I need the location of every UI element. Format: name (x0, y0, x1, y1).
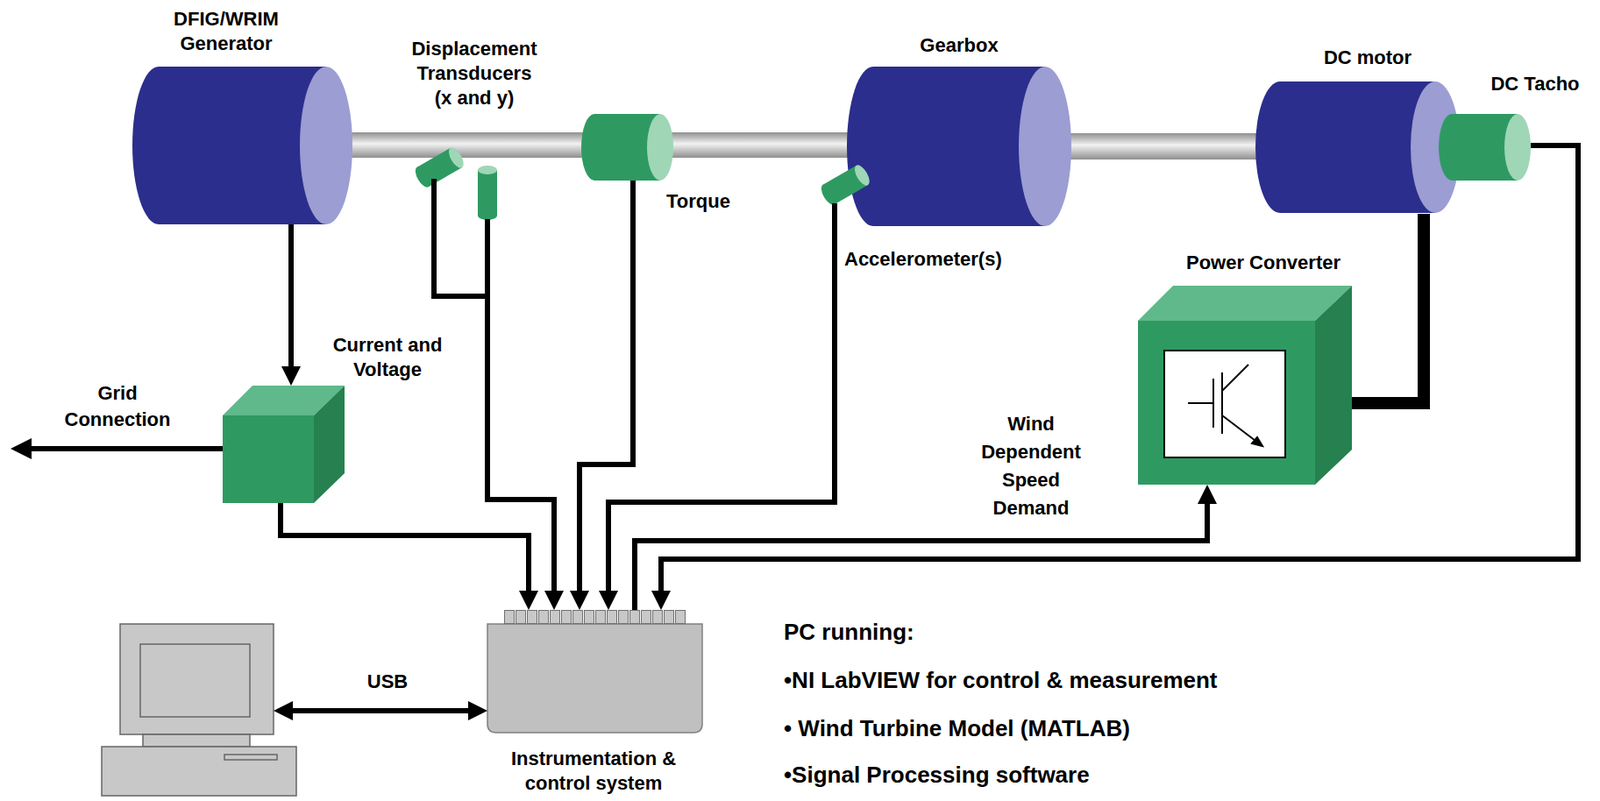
signal-wire (292, 708, 469, 714)
part-label: Accelerometer(s) (844, 247, 1003, 272)
shaft (1045, 133, 1273, 160)
dc-tacho: DC Tacho (1438, 113, 1531, 182)
pc-software-item: •Signal Processing software (783, 760, 1090, 790)
gearbox: Gearbox (846, 66, 1072, 227)
displacement-transducers: Displacement Transducers (x and y) (412, 157, 509, 297)
grid-label: Grid Connection (42, 380, 192, 434)
part-label: Current and Voltage (321, 333, 454, 383)
displacement-transducer (412, 145, 467, 191)
part-label: Instrumentation & control system (505, 746, 682, 797)
connector-label: USB (367, 669, 408, 695)
pc-heading: PC running: (783, 618, 915, 647)
power-converter-cube (1137, 285, 1352, 485)
gearbox-cylinder (846, 66, 1072, 227)
part-label: Torque (666, 189, 731, 214)
igbt-symbol (1187, 364, 1263, 447)
connector-label: Wind Dependent Speed Demand (976, 410, 1087, 523)
instrumentation-system: Instrumentation & control system (487, 610, 703, 733)
part-label: DC Tacho (1490, 71, 1579, 97)
pc-computer (101, 624, 297, 797)
accelerometer: Accelerometer(s) (822, 164, 875, 204)
signal-wire (1351, 213, 1424, 404)
displacement-transducer (477, 165, 498, 221)
part-label: DFIG/WRIM Generator (160, 7, 292, 57)
measurement-cube (222, 385, 345, 504)
part-label: Displacement Transducers (x and y) (407, 36, 541, 111)
part-label: Power Converter (1186, 250, 1341, 276)
current-voltage-box: Current and Voltage (222, 385, 345, 504)
pc-software-item: •NI LabVIEW for control & measurement (783, 666, 1218, 695)
tacho-cylinder (1438, 113, 1531, 181)
dc-motor: DC motor (1255, 81, 1460, 214)
pc-software-item: • Wind Turbine Model (MATLAB) (783, 714, 1131, 743)
signal-wire (487, 296, 555, 591)
signal-wire (280, 503, 529, 591)
pc (101, 624, 274, 797)
torque-transducer (581, 113, 674, 181)
dc-motor-cylinder (1255, 81, 1460, 214)
accelerometer (818, 163, 873, 208)
part-label: Gearbox (919, 33, 998, 58)
connector-pins (504, 610, 686, 625)
grid-arrow (10, 438, 223, 460)
signal-wire (288, 224, 294, 367)
torque-transducer: Torque (581, 113, 674, 181)
generator-cylinder (132, 66, 353, 225)
power-converter: Power Converter (1137, 285, 1352, 485)
sensor-wire (433, 178, 491, 297)
generator: DFIG/WRIM Generator (132, 66, 331, 225)
signal-wire (661, 145, 1579, 591)
instrumentation-box (487, 610, 703, 733)
signal-wire (608, 203, 835, 591)
part-label: DC motor (1323, 45, 1412, 71)
